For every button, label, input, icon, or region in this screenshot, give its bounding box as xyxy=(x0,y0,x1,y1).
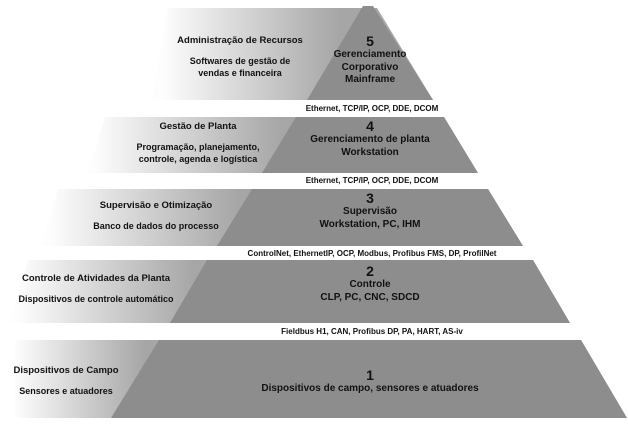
protocol-label-between-4-3: Ethernet, TCP/IP, OCP, DDE, DCOM xyxy=(305,176,439,185)
level-1-left-text: Dispositivos de Campo Sensores e atuador… xyxy=(13,365,118,397)
level-1-left-subtitle: Sensores e atuadores xyxy=(19,386,113,396)
level-5-title: Gerenciamento Corporativo Mainframe xyxy=(333,49,407,85)
level-4-left-title: Gestão de Planta xyxy=(159,121,237,132)
level-4-number: 4 xyxy=(366,118,374,134)
protocol-label-between-2-1: Fieldbus H1, CAN, Profibus DP, PA, HART,… xyxy=(281,327,463,336)
level-5-number: 5 xyxy=(366,33,374,49)
level-3-left-text: Supervisão e Otimização Banco de dados d… xyxy=(93,200,219,232)
level-2-left-title: Controle de Atividades da Planta xyxy=(22,273,170,284)
level-2-number: 2 xyxy=(366,263,374,279)
level-1-dark-text: 1 Dispositivos de campo, sensores e atua… xyxy=(261,368,478,396)
level-5-left-text: Administração de Recursos Softwares de g… xyxy=(177,35,303,79)
level-4-left-subtitle: Programação, planejamento, controle, age… xyxy=(136,142,260,164)
level-5-left-subtitle: Softwares de gestão de vendas e financei… xyxy=(189,56,291,78)
level-1-title: Dispositivos de campo, sensores e atuado… xyxy=(261,383,479,394)
level-3-number: 3 xyxy=(366,190,374,206)
level-5-dark-text: 5 Gerenciamento Corporativo Mainframe xyxy=(334,34,407,87)
level-4-left-text: Gestão de Planta Programação, planejamen… xyxy=(136,121,259,165)
protocol-label-between-3-2: ControlNet, EthernetIP, OCP, Modbus, Pro… xyxy=(247,249,497,258)
level-4-title: Gerenciamento de planta Workstation xyxy=(310,134,430,158)
level-1-number: 1 xyxy=(366,367,374,383)
level-2-dark-text: 2 Controle CLP, PC, CNC, SDCD xyxy=(320,264,419,304)
level-2-title: Controle CLP, PC, CNC, SDCD xyxy=(320,279,420,303)
level-3-title: Supervisão Workstation, PC, IHM xyxy=(319,206,421,230)
level-3-left-subtitle: Banco de dados do processo xyxy=(93,221,219,231)
level-5-left-title: Administração de Recursos xyxy=(177,35,303,46)
level-3-left-title: Supervisão e Otimização xyxy=(99,200,213,211)
level-2-left-text: Controle de Atividades da Planta Disposi… xyxy=(18,273,173,305)
level-2-left-subtitle: Dispositivos de controle automático xyxy=(18,294,174,304)
level-4-dark-text: 4 Gerenciamento de planta Workstation xyxy=(310,119,429,159)
level-3-dark-text: 3 Supervisão Workstation, PC, IHM xyxy=(320,191,421,231)
level-1-left-title: Dispositivos de Campo xyxy=(13,365,119,376)
protocol-label-between-5-4: Ethernet, TCP/IP, OCP, DDE, DCOM xyxy=(305,104,439,113)
